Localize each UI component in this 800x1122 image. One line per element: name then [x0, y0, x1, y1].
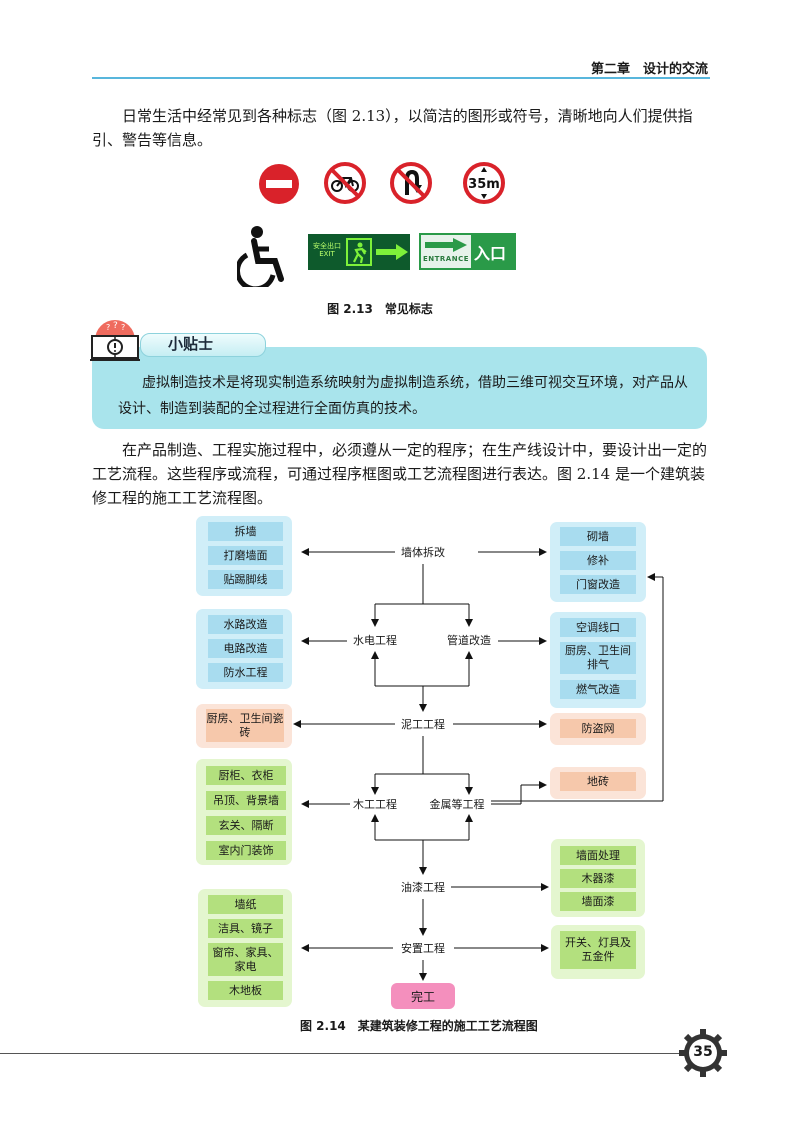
list-item: 墙面漆 — [560, 892, 636, 911]
list-item: 燃气改造 — [560, 680, 636, 699]
entrance-arrow-icon — [425, 238, 467, 252]
node-plumbing-electric: 水电工程 — [351, 632, 399, 648]
list-item: 开关、灯具及五金件 — [560, 931, 636, 969]
no-entry-sign-icon — [258, 163, 300, 209]
node-demolish: 墙体拆改 — [399, 544, 447, 560]
list-item: 贴踢脚线 — [208, 570, 283, 589]
footer-rule — [0, 1053, 690, 1054]
list-item: 水路改造 — [208, 615, 283, 634]
node-install: 安置工程 — [399, 940, 447, 956]
gear-icon — [679, 1029, 727, 1077]
chapter-header: 第二章 设计的交流 — [590, 62, 708, 77]
no-u-turn-sign-icon — [389, 161, 433, 209]
list-item: 修补 — [560, 551, 636, 570]
entrance-sign-cn: 入口 — [474, 244, 507, 263]
list-item: 室内门装饰 — [206, 841, 286, 860]
list-item: 洁具、镜子 — [208, 919, 283, 938]
list-item: 厨房、卫生间瓷砖 — [206, 709, 284, 742]
wheelchair-sign-icon — [235, 225, 293, 292]
exit-arrow-icon — [376, 244, 408, 260]
intro-paragraph: 日常生活中经常见到各种标志（图 2.13），以简洁的图形或符号，清晰地向人们提供… — [92, 107, 693, 149]
height-limit-sign-icon: 35m — [462, 161, 506, 209]
list-item: 墙面处理 — [560, 846, 636, 865]
entrance-sign-en: ENTRANCE — [423, 255, 469, 263]
exit-sign-en: EXIT — [319, 250, 335, 258]
figure-2-14-caption: 图 2.14 某建筑装修工程的施工工艺流程图 — [300, 1019, 538, 1033]
node-metal: 金属等工程 — [427, 796, 487, 812]
no-bicycle-sign-icon — [323, 161, 367, 209]
exit-sign-cn: 安全出口 — [313, 242, 341, 250]
list-item: 木器漆 — [560, 869, 636, 888]
list-item: 打磨墙面 — [208, 546, 283, 565]
tip-tab — [140, 333, 266, 357]
list-item: 墙纸 — [208, 895, 283, 914]
svg-text:?: ? — [121, 323, 125, 332]
list-item: 地砖 — [560, 772, 636, 791]
list-item: 砌墙 — [560, 527, 636, 546]
node-masonry: 泥工工程 — [399, 716, 447, 732]
list-item: 空调线口 — [560, 618, 636, 637]
node-pipe-renovation: 管道改造 — [445, 632, 493, 648]
list-item: 窗帘、家具、家电 — [208, 943, 283, 976]
figure-2-13-caption: 图 2.13 常见标志 — [327, 302, 433, 316]
list-item: 防水工程 — [208, 663, 283, 682]
svg-text:?: ? — [106, 323, 110, 332]
entrance-sign: ENTRANCE 入口 — [419, 233, 516, 270]
list-item: 吊顶、背景墙 — [206, 791, 286, 810]
list-item: 拆墙 — [208, 522, 283, 541]
list-item: 电路改造 — [208, 639, 283, 658]
list-item: 玄关、隔断 — [206, 816, 286, 835]
node-carpentry: 木工工程 — [351, 796, 399, 812]
body-paragraph: 在产品制造、工程实施过程中，必须遵从一定的程序；在生产线设计中，要设计出一定的工… — [92, 441, 708, 507]
tip-text: 虚拟制造技术是将现实制造系统映射为虚拟制造系统，借助三维可视交互环境，对产品从设… — [118, 375, 688, 417]
tip-title: 小贴士 — [168, 335, 214, 353]
list-item: 厨柜、衣柜 — [206, 766, 286, 785]
question-book-icon: ? ? ? — [86, 318, 144, 372]
tip-box — [92, 347, 707, 429]
list-item: 门窗改造 — [560, 575, 636, 594]
running-man-icon — [346, 238, 372, 266]
list-item: 木地板 — [208, 981, 283, 1000]
safety-exit-sign: 安全出口 EXIT — [308, 234, 410, 270]
gear-page-badge: 35 — [679, 1029, 727, 1077]
node-done: 完工 — [391, 983, 455, 1009]
node-paint: 油漆工程 — [399, 879, 447, 895]
speed-limit-text: 35m — [468, 177, 500, 192]
list-item: 防盗网 — [560, 719, 636, 738]
page-number: 35 — [693, 1044, 713, 1060]
svg-text:?: ? — [113, 321, 118, 331]
list-item: 厨房、卫生间排气 — [560, 642, 636, 674]
header-rule — [92, 77, 710, 79]
